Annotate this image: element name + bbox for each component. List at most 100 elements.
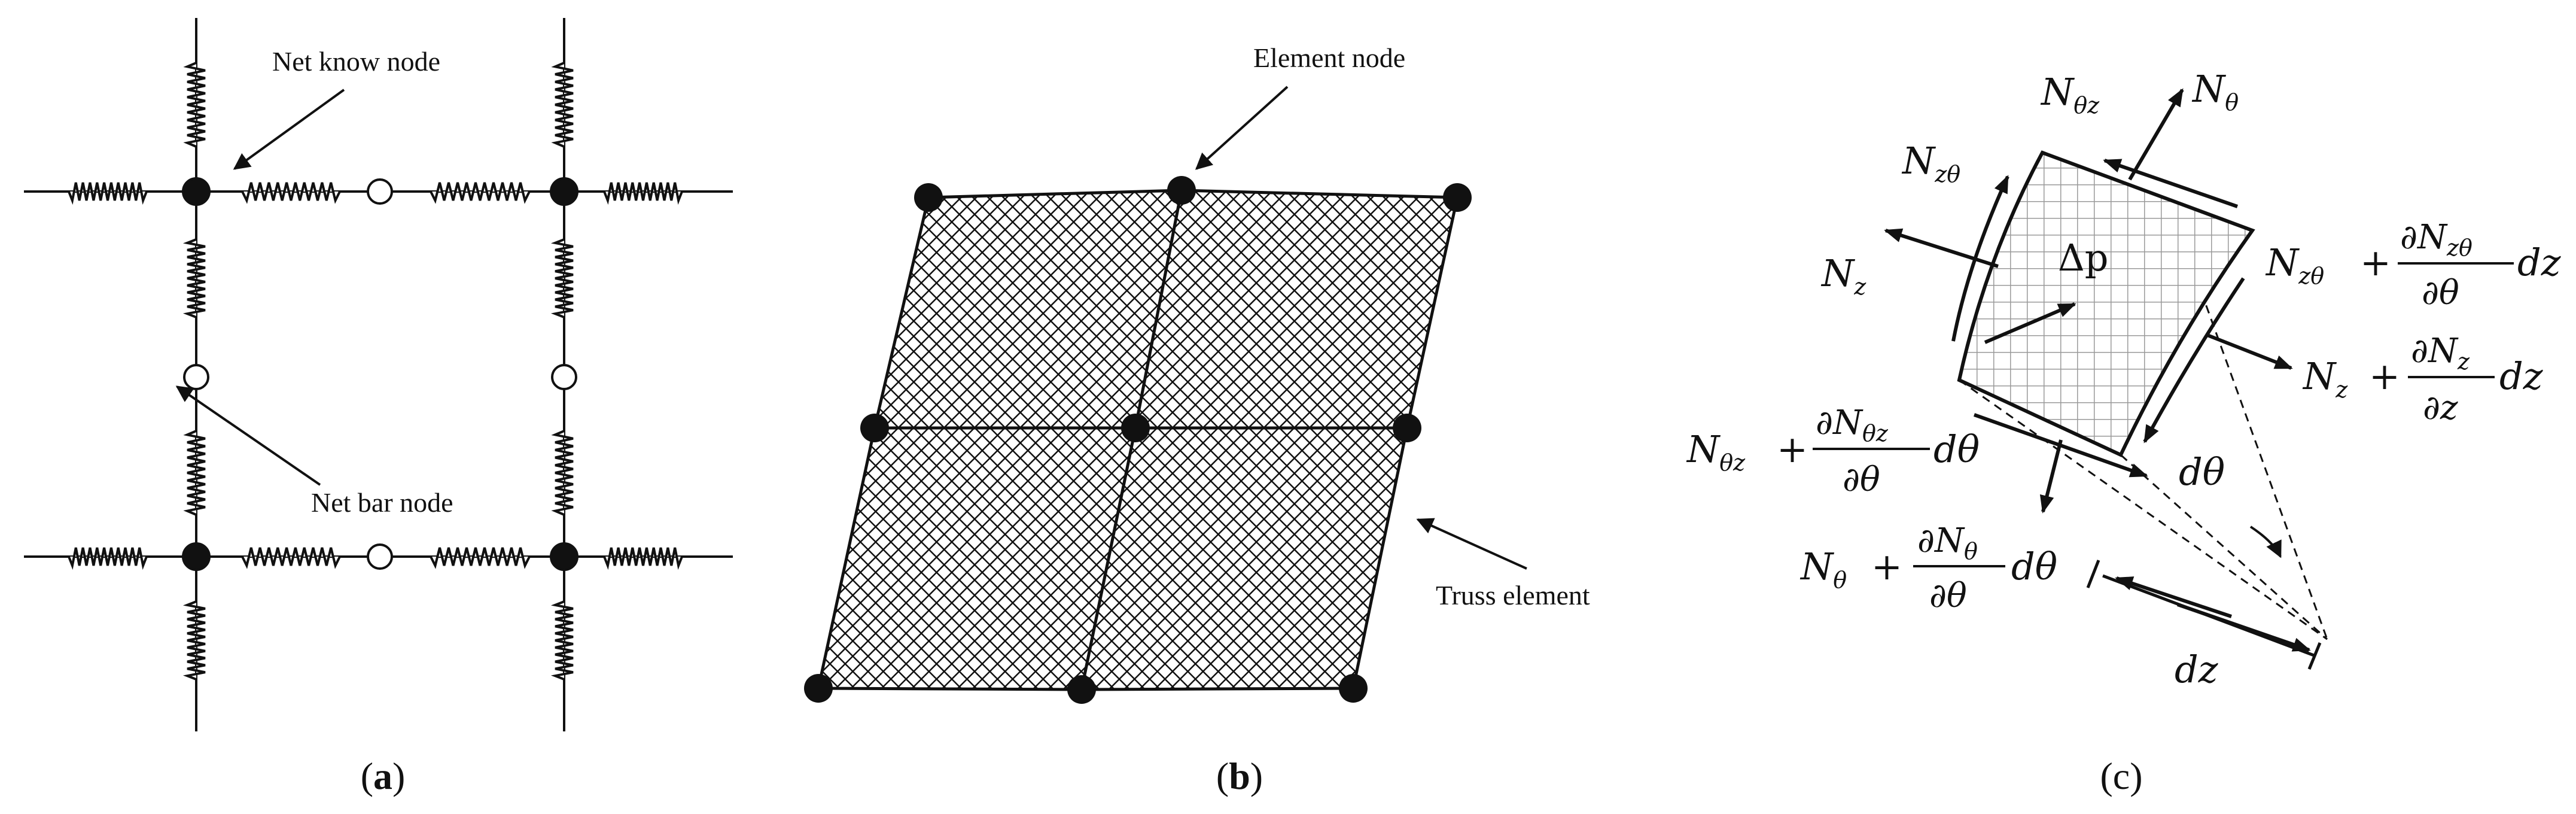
panel-a-spring-net: Net know node Net bar node (a) [24, 18, 733, 797]
net-bar-node-label: Net bar node [311, 487, 453, 518]
n-z-theta-plus-arrow [2143, 277, 2245, 444]
element-node [1443, 183, 1472, 212]
element-nodes [804, 176, 1472, 704]
panel-c-caption: (c) [2100, 755, 2142, 797]
n-theta-plus-arrow [2039, 439, 2063, 514]
spring-element [550, 600, 574, 681]
panel-c-shell-element: Nθz Nθ Nzθ Nz Δp Nzθ + ∂Nzθ ∂θ dz Nz + ∂… [1686, 67, 2561, 797]
net-bar-node [551, 364, 577, 390]
dz-arrow [2177, 603, 2311, 652]
d-theta-angle-arc [2249, 526, 2282, 558]
dz-dimension [2086, 560, 2322, 670]
truss-element-label: Truss element [1436, 580, 1590, 610]
svg-text:dθ: dθ [2011, 545, 2057, 588]
net-know-node-callout: Net know node [233, 46, 440, 170]
label-n-z-plus: Nz + ∂Nz ∂z dz [2302, 332, 2543, 427]
spring-element [430, 547, 531, 569]
label-n-z-theta-plus: Nzθ + ∂Nzθ ∂θ dz [2265, 218, 2561, 312]
net-know-node [550, 542, 578, 571]
label-n-z: Nz [1820, 251, 1866, 300]
spring-elements [68, 62, 683, 681]
svg-text:dθ: dθ [1933, 427, 1980, 471]
svg-text:+: + [2369, 354, 2400, 398]
svg-text:∂Nzθ: ∂Nzθ [2400, 218, 2473, 261]
element-node [914, 183, 943, 212]
svg-text:∂Nθz: ∂Nθz [1816, 403, 1889, 447]
svg-text:∂θ: ∂θ [1843, 460, 1880, 499]
element-node-label: Element node [1253, 42, 1405, 73]
construction-lines [1959, 251, 2328, 640]
shell-element-patch [1957, 150, 2255, 457]
element-node [860, 414, 889, 442]
force-arrows [1884, 88, 2293, 514]
svg-text:Nθ: Nθ [1799, 545, 1847, 593]
spring-element [183, 430, 206, 516]
svg-text:Nz: Nz [2302, 354, 2348, 403]
element-node [804, 674, 833, 703]
mesh-element-top-right [1133, 189, 1460, 430]
mesh-element-top-left [872, 189, 1184, 430]
n-z-arrow [1884, 228, 1999, 268]
element-node-callout: Element node [1195, 42, 1405, 170]
panel-b-caption: (b) [1216, 755, 1263, 797]
pressure-arrow [1984, 302, 2076, 344]
svg-text:dz: dz [2517, 241, 2561, 284]
n-z-plus-arrow [2206, 333, 2293, 370]
svg-text:∂Nz: ∂Nz [2411, 332, 2470, 375]
svg-text:Nθz: Nθz [1686, 427, 1746, 476]
label-n-theta-plus: Nθ + ∂Nθ ∂θ dθ [1799, 521, 2057, 615]
spring-element [182, 600, 206, 681]
svg-text:dz: dz [2499, 354, 2543, 398]
svg-text:+: + [1777, 427, 1808, 471]
net-know-node-label: Net know node [272, 46, 440, 77]
element-node [1067, 675, 1096, 704]
net-bar-node [183, 364, 209, 390]
element-node [1167, 176, 1196, 205]
label-d-theta: dθ [2179, 450, 2225, 494]
element-node [1393, 414, 1421, 442]
dz-arrow [2115, 576, 2232, 618]
svg-text:+: + [2360, 241, 2391, 284]
element-node [1339, 674, 1368, 703]
spring-element [551, 430, 574, 516]
svg-text:∂Nθ: ∂Nθ [1917, 521, 1978, 564]
panel-b-truss-mesh: Element node Truss element (b) [804, 42, 1590, 797]
spring-element [241, 547, 341, 569]
net-bar-node-arrow [175, 385, 321, 486]
net-bar-node-callout: Net bar node [175, 385, 453, 518]
spring-element [68, 547, 148, 570]
svg-text:∂θ: ∂θ [2422, 274, 2459, 312]
label-n-theta-z: Nθz [2040, 70, 2100, 119]
spring-element [603, 547, 683, 570]
net-know-node [550, 177, 578, 206]
mesh-element-bottom-right [1079, 426, 1409, 691]
net-bar-node [367, 543, 393, 570]
n-theta-arrow [2128, 88, 2184, 181]
truss-element-callout: Truss element [1416, 518, 1590, 610]
svg-text:∂θ: ∂θ [1929, 576, 1967, 615]
net-bar-node [367, 178, 393, 205]
element-node-arrow [1195, 86, 1289, 170]
label-dz: dz [2175, 648, 2218, 691]
spring-element [241, 182, 341, 204]
n-z-theta-arrow [1951, 175, 2009, 342]
svg-text:∂z: ∂z [2423, 388, 2458, 427]
label-n-z-theta: Nzθ [1901, 139, 1960, 187]
svg-text:+: + [1871, 545, 1902, 588]
label-delta-p: Δp [2058, 236, 2108, 280]
element-node [1121, 414, 1150, 442]
truss-element-arrow [1416, 518, 1527, 570]
spring-element [551, 62, 574, 148]
spring-element [68, 182, 148, 205]
spring-element [550, 238, 574, 318]
mesh-element-bottom-left [816, 426, 1138, 691]
net-know-node [182, 177, 211, 206]
label-n-theta-z-plus: Nθz + ∂Nθz ∂θ dθ [1686, 403, 1980, 499]
spring-element [430, 182, 531, 204]
spring-element [603, 182, 683, 205]
net-nodes [182, 177, 578, 571]
net-bar-lines [24, 18, 733, 731]
spring-element [183, 62, 206, 148]
label-n-theta: Nθ [2191, 67, 2239, 116]
